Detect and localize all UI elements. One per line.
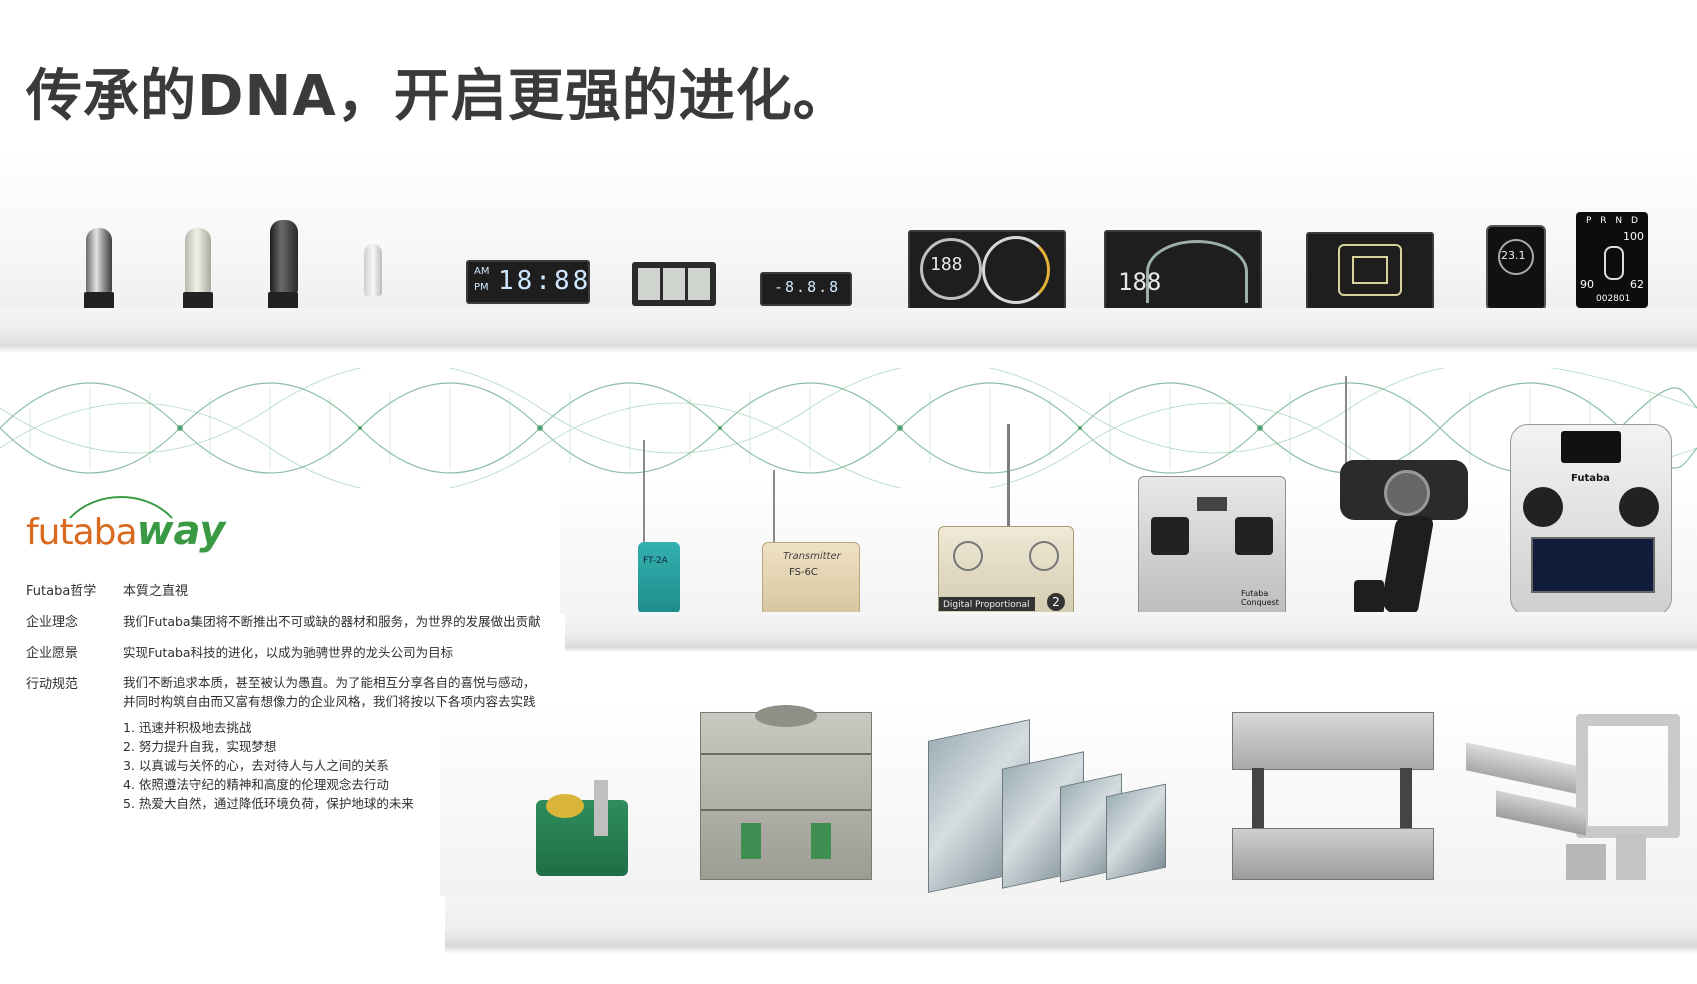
cluster-1-digits: 188 [930,254,963,275]
machined-parts-assortment [1466,714,1680,882]
transmitter-ft2a: FT-2A [638,542,680,614]
vfd-small-display: -8.8.8 [760,272,852,306]
segment-display-module [632,262,716,306]
vacuum-tube-4 [364,244,382,300]
cluster-2-digits: 188 [1118,268,1162,296]
pistol-grip-transmitter [1340,460,1468,614]
page-headline: 传承的DNA，开启更强的进化。 [26,64,850,129]
shelf-top [0,308,1697,352]
conduct-item: 3. 以真诚与关怀的心，去对待人与人之间的关系 [123,758,389,773]
car-value-right: 62 [1630,278,1644,291]
antenna-5 [1345,376,1347,464]
info-value: 我们Futaba集团将不断推出不可或缺的器材和服务，为世界的发展做出贡献 [123,614,541,629]
info-key: 行动规范 [26,677,79,692]
transmitter-futaba-modern: Futaba [1510,424,1672,616]
transmitter-fs6c-brand: Transmitter [783,551,841,562]
vfd-clock-display: AM PM 18:88 [466,260,590,304]
conduct-line-2: 并同时构筑自由而又富有想像力的企业风格，我们将按以下各项内容去实践 [123,694,536,709]
antenna-2 [773,470,775,544]
injection-mold-base [700,705,872,880]
transmitter-ft2a-label: FT-2A [643,556,668,566]
antenna-3 [1007,424,1010,528]
instrument-cluster-2: 188 [1104,230,1262,310]
conduct-line-1: 我们不断追求本质，甚至被认为愚直。为了能相互分享各自的喜悦与感动， [123,675,536,690]
info-key: 企业愿景 [26,646,79,661]
car-odometer: 002801 [1596,294,1631,304]
info-key: Futaba哲学 [26,584,97,599]
conduct-list: 1. 迅速并积极地去挑战 2. 努力提升自我，实现梦想 3. 以真诚与关怀的心，… [123,718,414,813]
vfd-small-digits: -8.8.8 [774,278,841,296]
round-display-value: 23.1 [1501,249,1526,262]
green-clamp-part [536,780,628,876]
round-display-unit: 23.1 [1486,225,1546,311]
transmitter-modern-brand: Futaba [1571,473,1610,484]
logo-arc-icon [69,496,173,519]
steel-plate-4 [1106,783,1166,881]
conduct-item: 2. 努力提升自我，实现梦想 [123,739,277,754]
info-key: 企业理念 [26,615,79,630]
transmitter-digital-number: 2 [1047,593,1065,611]
logo-text-way: way [136,508,226,554]
car-value-left: 90 [1580,278,1594,291]
info-value: 实现Futaba科技的进化，以成为驰骋世界的龙头公司为目标 [123,645,454,660]
engine-diagram-display [1306,232,1434,310]
gear-indicator: P R N D [1586,216,1641,226]
automotive-display: P R N D 100 90 62 002801 [1576,212,1648,308]
instrument-cluster-1: 188 [908,230,1066,310]
transmitter-conquest: Futaba Conquest [1138,476,1286,616]
transmitter-fs6c: Transmitter FS-6C [762,542,860,616]
wall-shade-middle [560,480,1697,614]
transmitter-digital-label: Digital Proportional [943,600,1030,610]
conduct-item: 1. 迅速并积极地去挑战 [123,720,252,735]
logo-text-futaba: futaba [26,512,138,553]
info-value: 本質之直視 [123,584,189,599]
vacuum-tube-1 [84,228,114,310]
die-set [1232,712,1434,880]
conduct-item: 4. 依照遵法守纪的精神和高度的伦理观念去行动 [123,777,389,792]
vacuum-tube-2 [183,228,213,310]
vfd-am-label: AM [474,266,490,277]
car-value-top: 100 [1623,230,1644,243]
shelf-middle [565,612,1697,652]
transmitter-conquest-label: Futaba Conquest [1241,589,1279,607]
shelf-bottom [445,895,1697,953]
transmitter-digital-proportional: Digital Proportional 2 [938,526,1074,616]
vfd-pm-label: PM [474,282,489,293]
antenna-1 [643,440,645,544]
futaba-way-logo: futabaway [26,496,226,564]
transmitter-fs6c-model: FS-6C [789,567,818,578]
vacuum-tube-3 [268,220,298,310]
vfd-digits: 18:88 [498,266,592,296]
conduct-item: 5. 热爱大自然，通过降低环境负荷，保护地球的未来 [123,796,414,811]
